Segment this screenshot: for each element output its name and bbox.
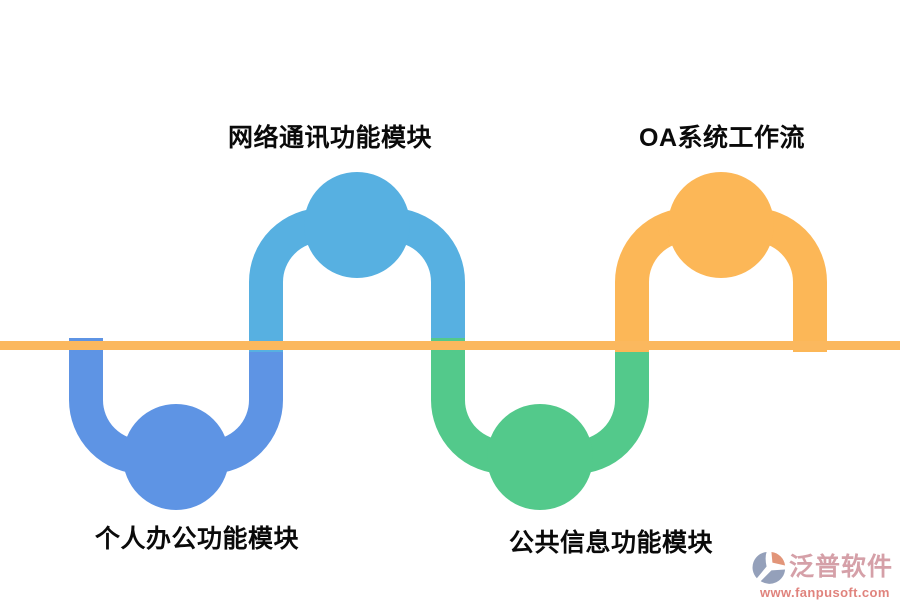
personal-office-node-circle [123,404,229,510]
oa-workflow-node-circle [668,172,774,278]
module-network-comm [249,172,465,352]
module-personal-office [69,338,283,510]
module-oa-workflow [615,172,827,352]
label-public-info: 公共信息功能模块 [508,529,714,557]
module-public-info [431,338,649,510]
fanpu-logo-icon [752,551,786,584]
watermark: 泛普软件 www.fanpusoft.com [752,550,894,599]
network-comm-node-circle [304,172,410,278]
baseline-divider [0,341,900,350]
label-oa-workflow: OA系统工作流 [638,124,806,152]
label-personal-office: 个人办公功能模块 [94,525,300,553]
public-info-node-circle [487,404,593,510]
watermark-url-text: www.fanpusoft.com [760,585,890,600]
label-network-comm: 网络通讯功能模块 [227,124,433,152]
watermark-brand-text: 泛普软件 [789,553,894,581]
